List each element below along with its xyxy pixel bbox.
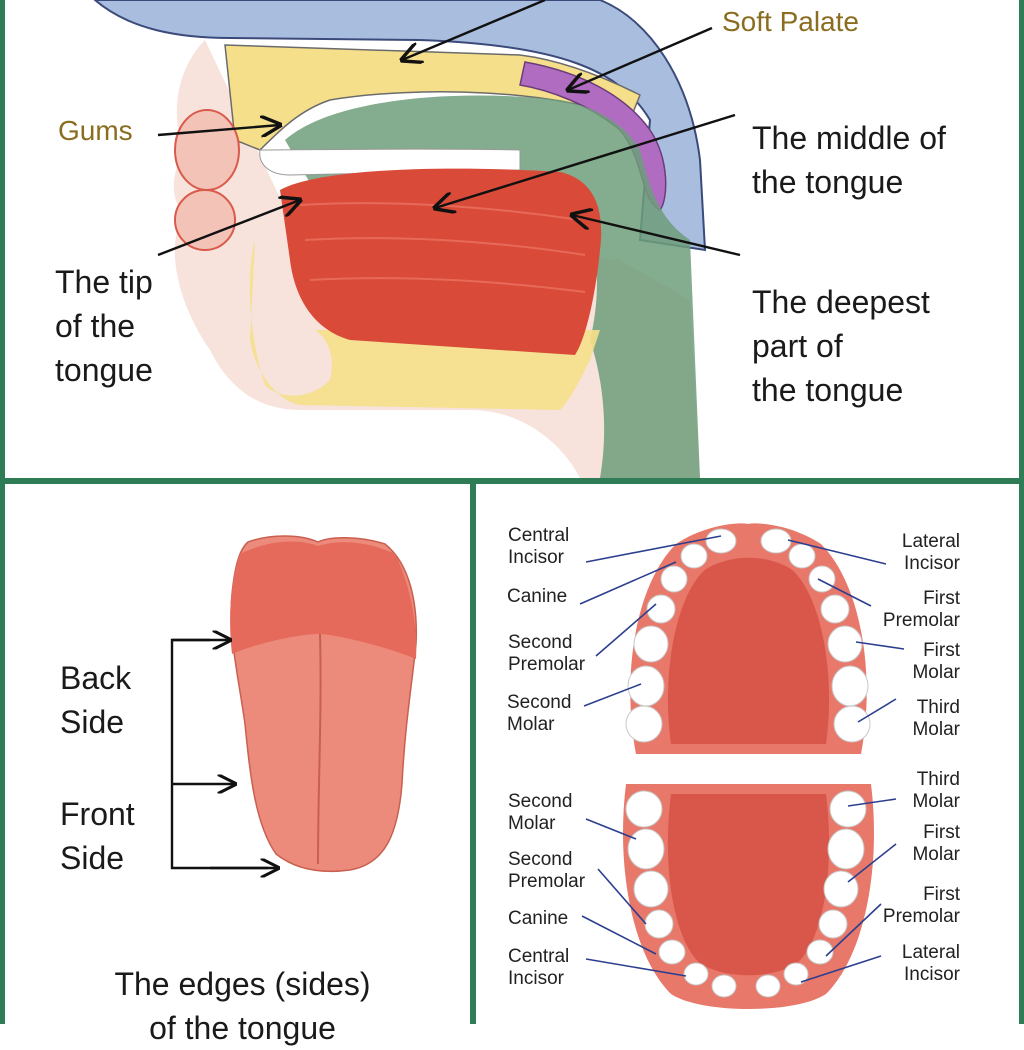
lower-teeth-row <box>625 790 867 998</box>
arrow-icon <box>572 215 741 257</box>
outer-frame <box>0 0 1024 1024</box>
leader-line <box>585 535 722 563</box>
leader-line <box>579 561 677 605</box>
leader-line <box>857 698 897 723</box>
upper-lip <box>174 109 240 191</box>
leader-line <box>817 578 872 607</box>
caption-edges-of-tongue: The edges (sides)of the tongue <box>114 966 371 1046</box>
leader-line <box>800 955 882 983</box>
label-gums: Gums <box>58 115 133 146</box>
leader-line <box>595 603 657 657</box>
lower-floor <box>667 794 830 976</box>
tongue-surface-illustration <box>170 535 418 1024</box>
tongue-midline <box>317 633 322 865</box>
leader-line <box>585 818 637 840</box>
label-soft-palate: Soft Palate <box>722 6 859 37</box>
head-cross-section-illustration <box>93 0 741 478</box>
arrow-icon <box>568 26 713 90</box>
leader-line <box>581 915 657 955</box>
horizontal-divider <box>0 478 1024 484</box>
leader-line <box>847 843 897 883</box>
leader-line <box>583 683 642 707</box>
lower-lip <box>174 189 236 251</box>
arrow-icon <box>435 113 736 208</box>
dental-arch-illustration <box>579 523 905 1009</box>
tongue <box>280 168 602 355</box>
leader-line <box>825 903 882 957</box>
label-lower-canine: Canine <box>508 908 569 929</box>
lower-jaw <box>249 240 600 410</box>
leader-line <box>855 641 905 650</box>
upper-palate <box>667 557 830 744</box>
leader-line <box>847 798 897 807</box>
upper-teeth <box>259 148 521 176</box>
leader-line <box>787 539 887 565</box>
arrow-icon <box>402 0 546 60</box>
arrow-icon <box>157 200 300 257</box>
tongue-papillae-area <box>230 541 417 659</box>
vertical-divider <box>470 478 476 1024</box>
arrow-icon <box>157 125 280 135</box>
leader-line <box>585 958 687 977</box>
label-upper-canine: Canine <box>507 586 568 607</box>
upper-teeth-row <box>625 528 871 743</box>
leader-line <box>597 868 647 925</box>
